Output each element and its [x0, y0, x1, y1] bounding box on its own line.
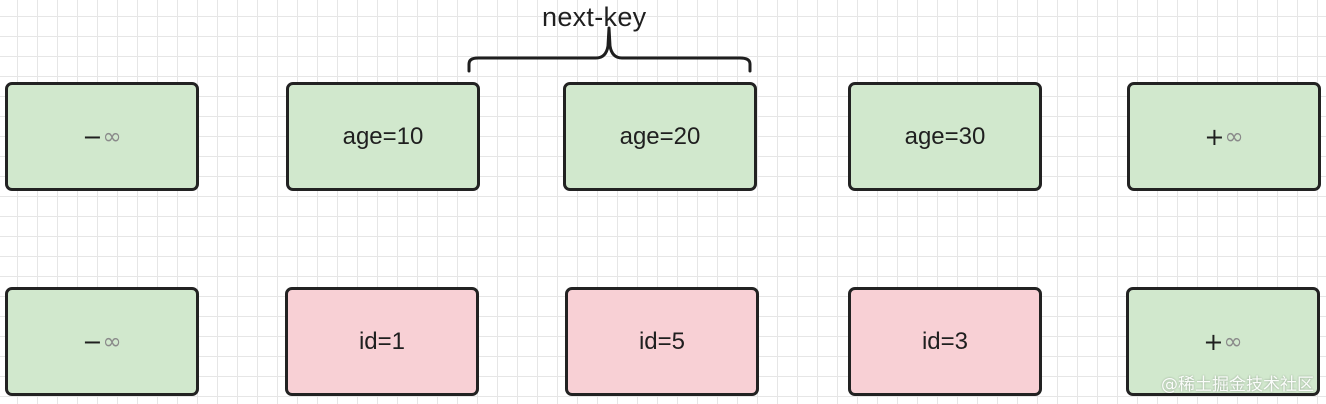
index-node-pos-infinity: +∞ — [1127, 82, 1321, 191]
index-node-neg-infinity: −∞ — [5, 82, 199, 191]
minus-sign: − — [82, 327, 103, 356]
index-node-age-30: age=30 — [848, 82, 1042, 191]
node-label: id=3 — [921, 327, 969, 355]
watermark: @稀土掘金技术社区 — [1161, 375, 1314, 395]
index-node-age-10: age=10 — [286, 82, 480, 191]
primary-node-neg-infinity: −∞ — [5, 287, 199, 396]
node-label: age=10 — [342, 122, 424, 150]
primary-node-id-1: id=1 — [285, 287, 479, 396]
plus-sign: + — [1204, 122, 1225, 151]
infinity-symbol: ∞ — [102, 123, 122, 150]
index-node-age-20: age=20 — [563, 82, 757, 191]
node-label: age=30 — [904, 122, 986, 150]
node-label: id=5 — [638, 327, 686, 355]
primary-node-pos-infinity: +∞ — [1126, 287, 1320, 396]
next-key-label: next-key — [542, 2, 647, 32]
infinity-symbol: ∞ — [1223, 328, 1243, 355]
primary-node-id-3: id=3 — [848, 287, 1042, 396]
infinity-symbol: ∞ — [102, 328, 122, 355]
infinity-symbol: ∞ — [1224, 123, 1244, 150]
plus-sign: + — [1203, 327, 1224, 356]
primary-node-id-5: id=5 — [565, 287, 759, 396]
node-label: age=20 — [619, 122, 701, 150]
minus-sign: − — [82, 122, 103, 151]
node-label: id=1 — [358, 327, 406, 355]
next-key-brace — [467, 26, 752, 73]
